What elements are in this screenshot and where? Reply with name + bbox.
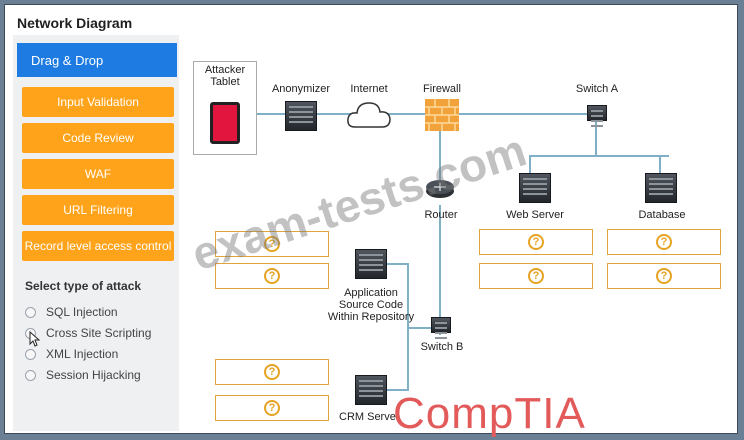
connector-line bbox=[407, 327, 441, 329]
radio-label: Cross Site Scripting bbox=[46, 326, 152, 340]
drop-zone-crm-2[interactable]: ? bbox=[215, 395, 329, 421]
drop-zone-crm-1[interactable]: ? bbox=[215, 359, 329, 385]
option-url-filtering[interactable]: URL Filtering bbox=[22, 195, 174, 225]
radio-label: Session Hijacking bbox=[46, 368, 141, 382]
option-code-review[interactable]: Code Review bbox=[22, 123, 174, 153]
connector-line bbox=[529, 155, 531, 185]
mouse-cursor-icon bbox=[29, 331, 41, 347]
radio-button[interactable] bbox=[25, 306, 36, 318]
attacker-tablet-box[interactable]: Attacker Tablet bbox=[193, 61, 257, 155]
firewall-label: Firewall bbox=[423, 83, 461, 95]
application-repository-label: Application Source Code Within Repositor… bbox=[327, 287, 415, 323]
crm-server-icon bbox=[355, 375, 387, 405]
firewall-icon bbox=[425, 99, 459, 131]
connector-line bbox=[407, 263, 409, 327]
internet-cloud-icon bbox=[347, 102, 391, 128]
option-waf[interactable]: WAF bbox=[22, 159, 174, 189]
connector-line bbox=[595, 119, 597, 155]
connector-line bbox=[439, 205, 441, 335]
option-record-level-access-control[interactable]: Record level access control bbox=[22, 231, 174, 261]
database-server-icon bbox=[645, 173, 677, 203]
network-diagram-canvas: Attacker Tablet Anonymizer Internet Fire… bbox=[183, 35, 739, 431]
tablet-icon bbox=[210, 102, 240, 144]
drag-drop-header: Drag & Drop bbox=[17, 43, 177, 77]
router-label: Router bbox=[424, 209, 458, 221]
radio-button[interactable] bbox=[25, 348, 36, 360]
connector-line bbox=[407, 327, 409, 391]
crm-server-label: CRM Server bbox=[339, 411, 400, 423]
question-icon: ? bbox=[264, 400, 280, 416]
question-icon: ? bbox=[656, 234, 672, 250]
switch-b-icon bbox=[431, 317, 451, 333]
drop-zone-web-2[interactable]: ? bbox=[479, 263, 593, 289]
drop-zone-app-1[interactable]: ? bbox=[215, 231, 329, 257]
internet-label: Internet bbox=[350, 83, 388, 95]
switch-a-label: Switch A bbox=[575, 83, 619, 95]
switch-a-icon bbox=[587, 105, 607, 121]
radio-label: XML Injection bbox=[46, 347, 119, 361]
question-icon: ? bbox=[656, 268, 672, 284]
web-server-label: Web Server bbox=[506, 209, 564, 221]
main-frame: Network Diagram Drag & Drop Input Valida… bbox=[4, 4, 739, 438]
database-label: Database bbox=[638, 209, 686, 221]
question-icon: ? bbox=[528, 234, 544, 250]
connector-line bbox=[383, 389, 409, 391]
web-server-icon bbox=[519, 173, 551, 203]
radio-cross-site-scripting[interactable]: Cross Site Scripting bbox=[25, 326, 151, 340]
drop-zone-db-2[interactable]: ? bbox=[607, 263, 721, 289]
drop-zone-app-2[interactable]: ? bbox=[215, 263, 329, 289]
comptia-logo: CompTIA bbox=[393, 389, 586, 438]
question-icon: ? bbox=[264, 236, 280, 252]
radio-session-hijacking[interactable]: Session Hijacking bbox=[25, 368, 141, 382]
radio-xml-injection[interactable]: XML Injection bbox=[25, 347, 118, 361]
question-icon: ? bbox=[528, 268, 544, 284]
option-input-validation[interactable]: Input Validation bbox=[22, 87, 174, 117]
page-title: Network Diagram bbox=[17, 15, 133, 31]
connector-line bbox=[659, 155, 661, 185]
anonymizer-label: Anonymizer bbox=[271, 83, 331, 95]
drop-zone-web-1[interactable]: ? bbox=[479, 229, 593, 255]
drop-zone-db-1[interactable]: ? bbox=[607, 229, 721, 255]
attack-type-heading: Select type of attack bbox=[25, 279, 142, 293]
sidebar: Drag & Drop Input Validation Code Review… bbox=[13, 35, 179, 431]
connector-line bbox=[383, 263, 409, 265]
question-icon: ? bbox=[264, 268, 280, 284]
attacker-tablet-label: Attacker Tablet bbox=[204, 64, 246, 88]
switch-b-label: Switch B bbox=[420, 341, 464, 353]
question-icon: ? bbox=[264, 364, 280, 380]
anonymizer-server-icon bbox=[285, 101, 317, 131]
radio-button[interactable] bbox=[25, 369, 36, 381]
radio-label: SQL Injection bbox=[46, 305, 118, 319]
application-repository-server-icon bbox=[355, 249, 387, 279]
connector-line bbox=[439, 113, 441, 191]
radio-sql-injection[interactable]: SQL Injection bbox=[25, 305, 118, 319]
connector-line bbox=[529, 155, 669, 157]
router-icon bbox=[426, 180, 454, 198]
